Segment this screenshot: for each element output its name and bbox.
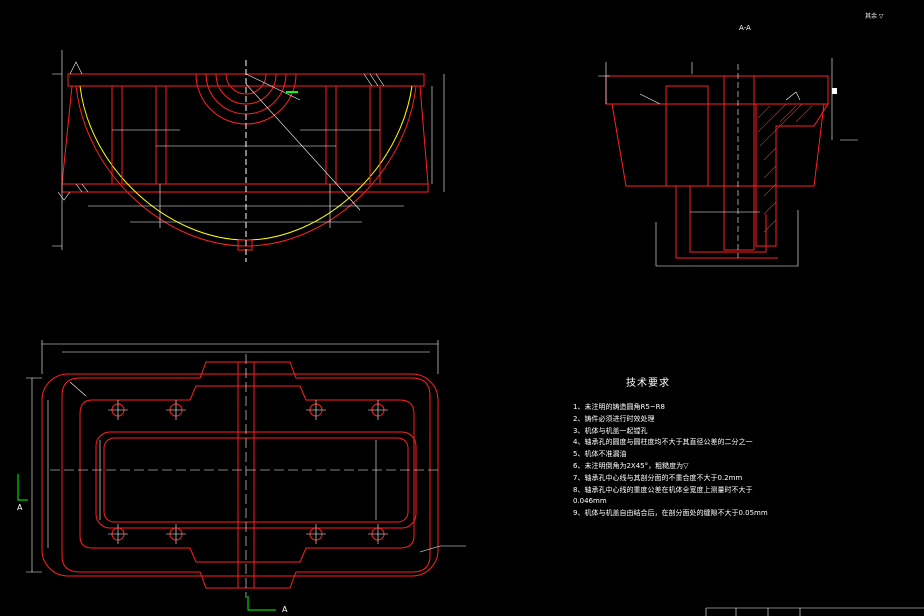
tech-item: 0.046mm: [573, 497, 607, 506]
tech-item: 7、轴承孔中心线与其剖分面的不重合度不大于0.2mm: [573, 473, 743, 482]
tech-item: 6、未注明倒角为2X45°，粗糙度为▽: [573, 461, 689, 470]
tech-item: 5、机体不准漏油: [573, 450, 627, 459]
roughness-note: 其余 ▽: [865, 13, 884, 20]
tech-item: 1、未注明的铸造圆角R5~R8: [573, 403, 665, 411]
tech-item: 3、机体与机盖一起镗孔: [573, 426, 648, 435]
front-view: [52, 50, 445, 262]
tech-item: 8、轴承孔中心线的重度公差在机体全宽度上测量时不大于: [573, 485, 753, 494]
tech-item: 4、轴承孔的圆度与圆柱度均不大于其直径公差的二分之一: [573, 438, 753, 447]
tech-requirements-title: 技术要求: [626, 378, 670, 389]
tech-requirements-list: 1、未注明的铸造圆角R5~R8 2、铸件必须进行时效处理 3、机体与机盖一起镗孔…: [573, 402, 768, 520]
section-view: [598, 58, 858, 267]
section-title: A-A: [739, 24, 751, 32]
tech-item: 9、机体与机盖自由结合后，在剖分面处的缝隙不大于0.05mm: [573, 509, 768, 518]
title-block: [705, 607, 924, 616]
top-view: [17, 340, 466, 611]
section-mark-bottom: A: [282, 605, 288, 614]
section-mark-left: A: [17, 503, 23, 512]
tech-item: 2、铸件必须进行时效处理: [573, 414, 655, 423]
